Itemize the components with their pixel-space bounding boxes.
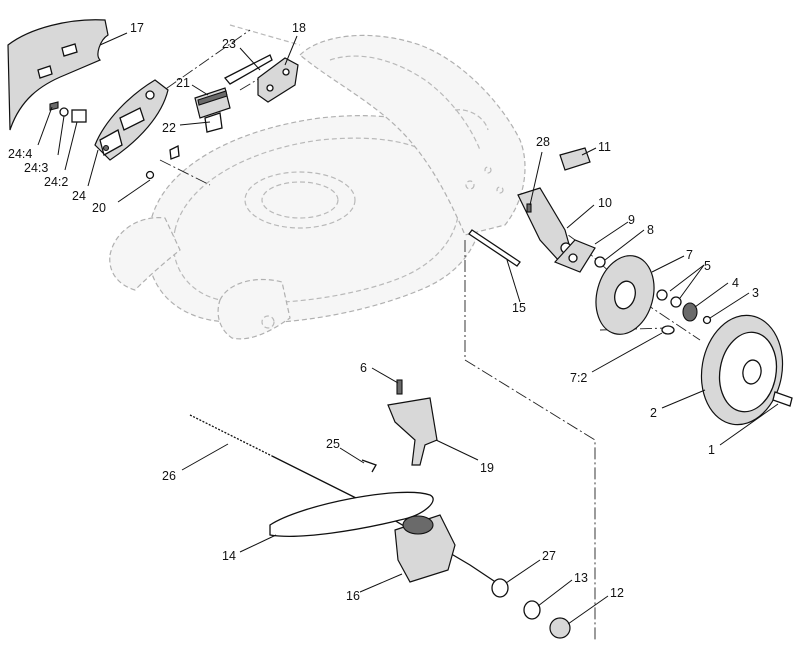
- callout-17: 17: [130, 21, 144, 35]
- callout-7: 7: [686, 248, 693, 262]
- callout-7-2: 7:2: [570, 371, 587, 385]
- callout-22: 22: [162, 121, 176, 135]
- callout-20: 20: [92, 201, 106, 215]
- callout-4: 4: [732, 276, 739, 290]
- mower-deck-ghost: [109, 115, 484, 340]
- callout-8: 8: [647, 223, 654, 237]
- callout-26: 26: [162, 469, 176, 483]
- callout-13: 13: [574, 571, 588, 585]
- callout-3: 3: [752, 286, 759, 300]
- callout-27: 27: [542, 549, 556, 563]
- callout-18: 18: [292, 21, 306, 35]
- callout-1: 1: [708, 443, 715, 457]
- drive-assembly: [189, 379, 571, 639]
- callout-25: 25: [326, 437, 340, 451]
- callout-23: 23: [222, 37, 236, 51]
- callout-9: 9: [628, 213, 635, 227]
- callout-16: 16: [346, 589, 360, 603]
- callout-24-3: 24:3: [24, 161, 48, 175]
- callout-15: 15: [512, 301, 526, 315]
- wheel-assembly: [468, 147, 793, 426]
- callout-21: 21: [176, 76, 190, 90]
- handle-housing-ghost: [229, 24, 526, 236]
- callout-10: 10: [598, 196, 612, 210]
- callout-2: 2: [650, 406, 657, 420]
- rear-door-bracket-part: [49, 79, 169, 161]
- callout-19: 19: [480, 461, 494, 475]
- rear-flap-part: [7, 19, 109, 131]
- callout-5: 5: [704, 259, 711, 273]
- callout-6: 6: [360, 361, 367, 375]
- latch-parts: [145, 54, 299, 180]
- callout-12: 12: [610, 586, 624, 600]
- leader-lines: [37, 32, 779, 625]
- callout-11: 11: [598, 140, 611, 154]
- callout-24: 24: [72, 189, 86, 203]
- callout-14: 14: [222, 549, 236, 563]
- callout-24-2: 24:2: [44, 175, 68, 189]
- callout-labels: 17 18 23 21 22 24:4 24:3 24:2 24 20 28 1…: [8, 21, 759, 603]
- callout-28: 28: [536, 135, 550, 149]
- callout-24-4: 24:4: [8, 147, 32, 161]
